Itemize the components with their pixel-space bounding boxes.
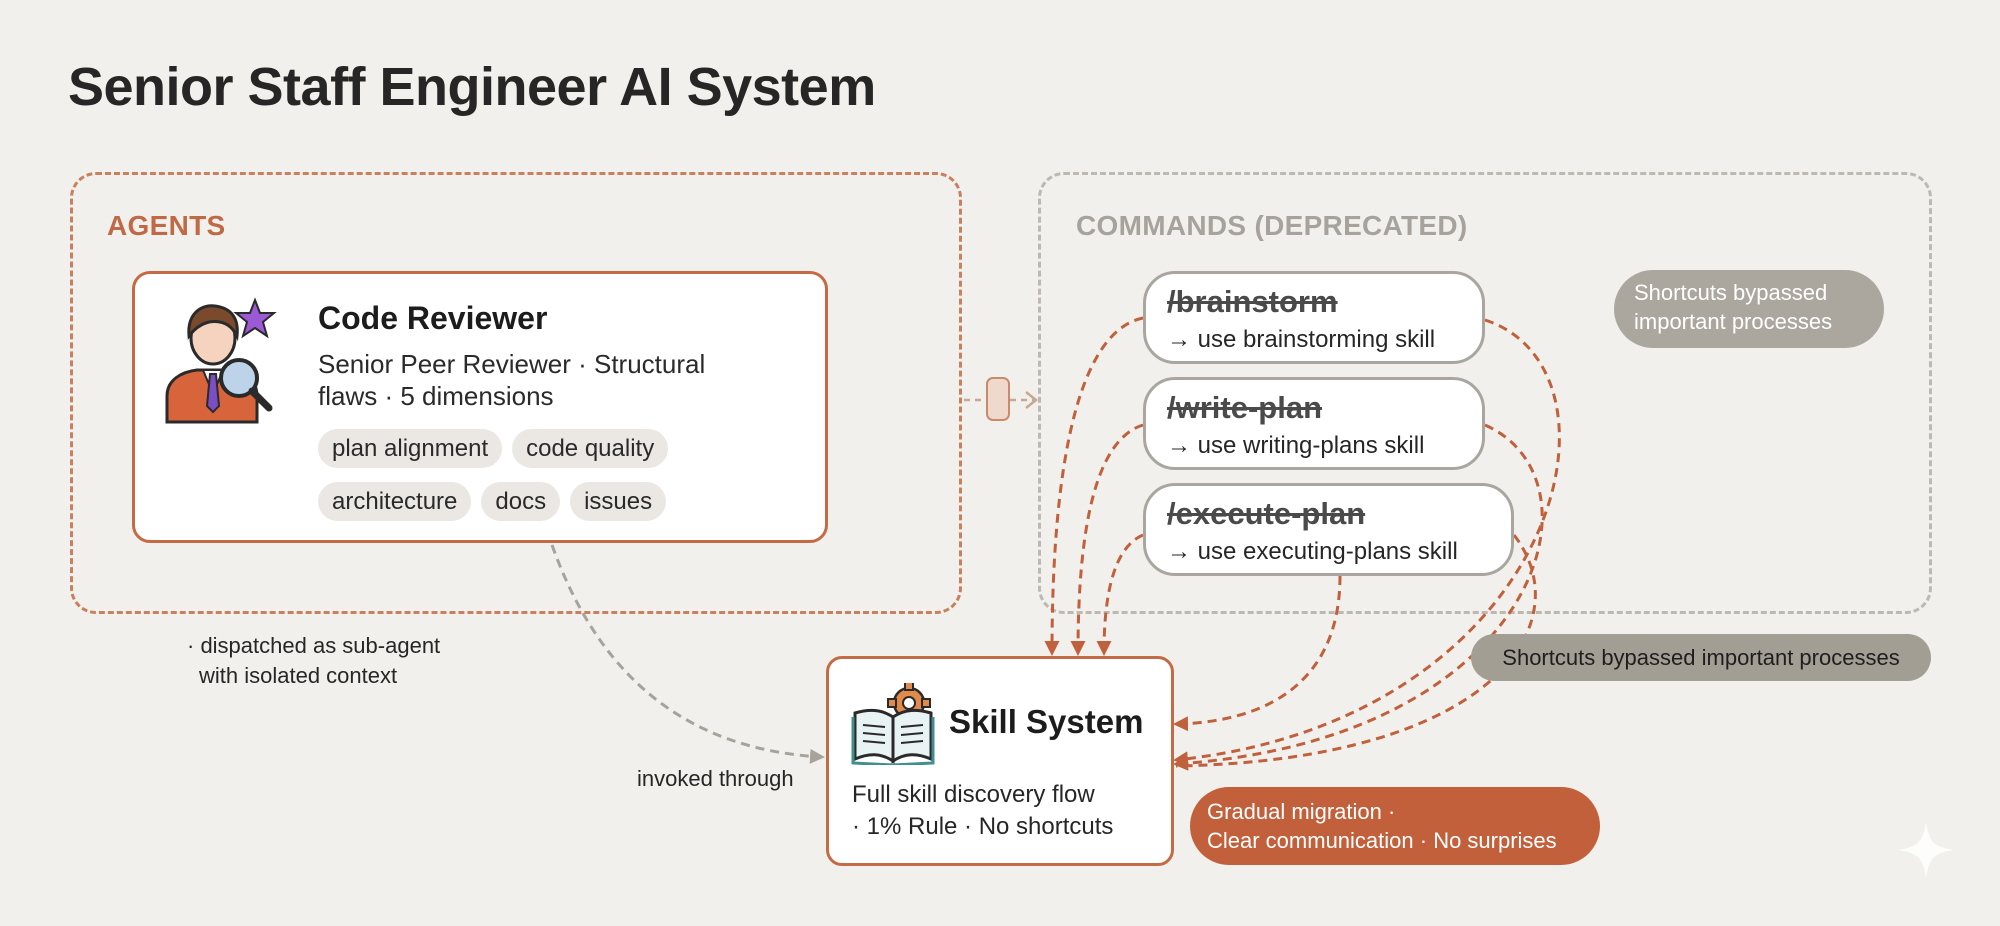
migration-note-line1: Gradual migration · <box>1207 799 1396 824</box>
connector-handle[interactable] <box>986 377 1010 421</box>
commands-group <box>1038 172 1932 614</box>
agents-group-title: AGENTS <box>107 210 226 241</box>
command-write-plan[interactable]: /write-plan → use writing-plans skill <box>1143 377 1485 470</box>
reviewer-to-skill-arrow <box>550 544 825 764</box>
skill-system-title: Skill System <box>949 703 1144 740</box>
code-reviewer-description: Senior Peer Reviewer · Structural flaws … <box>318 349 706 411</box>
command-hint: → use executing-plans skill <box>1167 538 1458 565</box>
commands-to-skill-arrows <box>1044 316 1561 771</box>
dispatched-note-line1: · dispatched as sub-agent <box>187 633 441 658</box>
tag-plan-alignment: plan alignment <box>318 429 503 468</box>
reviewer-avatar-icon <box>165 297 277 424</box>
dispatched-note-line2: with isolated context <box>199 663 398 688</box>
skill-system-card[interactable]: Skill System Full skill discovery flow ·… <box>826 656 1174 866</box>
skill-system-description: Full skill discovery flow · 1% Rule · No… <box>852 779 1162 843</box>
command-brainstorm[interactable]: /brainstorm → use brainstorming skill <box>1143 271 1485 364</box>
command-hint: → use brainstorming skill <box>1167 326 1436 353</box>
commands-group-title: COMMANDS (DEPRECATED) <box>1076 210 1468 241</box>
command-name: /execute-plan <box>1167 496 1366 531</box>
tag-code-quality: code quality <box>512 429 669 468</box>
code-reviewer-card[interactable]: Code Reviewer Senior Peer Reviewer · Str… <box>132 271 828 543</box>
migration-note: Gradual migration · Clear communication … <box>1190 787 1600 865</box>
tag-issues: issues <box>570 482 667 521</box>
command-name: /write-plan <box>1167 390 1323 425</box>
sparkle-icon <box>1898 822 1954 878</box>
skill-system-description-line2: · 1% Rule · No shortcuts <box>852 813 1114 840</box>
tag-docs: docs <box>481 482 561 521</box>
command-hint: → use writing-plans skill <box>1167 432 1425 459</box>
shortcuts-note-top: Shortcuts bypassed important processes <box>1614 270 1884 348</box>
page-title: Senior Staff Engineer AI System <box>68 57 876 117</box>
agents-to-commands-connector <box>964 391 1039 409</box>
command-name: /brainstorm <box>1167 284 1338 319</box>
shortcuts-note-bottom: Shortcuts bypassed important processes <box>1471 634 1931 681</box>
tag-architecture: architecture <box>318 482 472 521</box>
skill-system-description-line1: Full skill discovery flow <box>852 781 1095 808</box>
invoked-through-label: invoked through <box>637 766 794 791</box>
dispatched-note: · dispatched as sub-agent with isolated … <box>187 631 507 691</box>
code-reviewer-tags: plan alignment code quality architecture… <box>318 429 758 521</box>
migration-note-line2: Clear communication · No surprises <box>1207 828 1557 853</box>
agents-group <box>70 172 962 614</box>
command-execute-plan[interactable]: /execute-plan → use executing-plans skil… <box>1143 483 1514 576</box>
code-reviewer-title: Code Reviewer <box>318 300 548 336</box>
book-gear-icon <box>851 683 935 765</box>
